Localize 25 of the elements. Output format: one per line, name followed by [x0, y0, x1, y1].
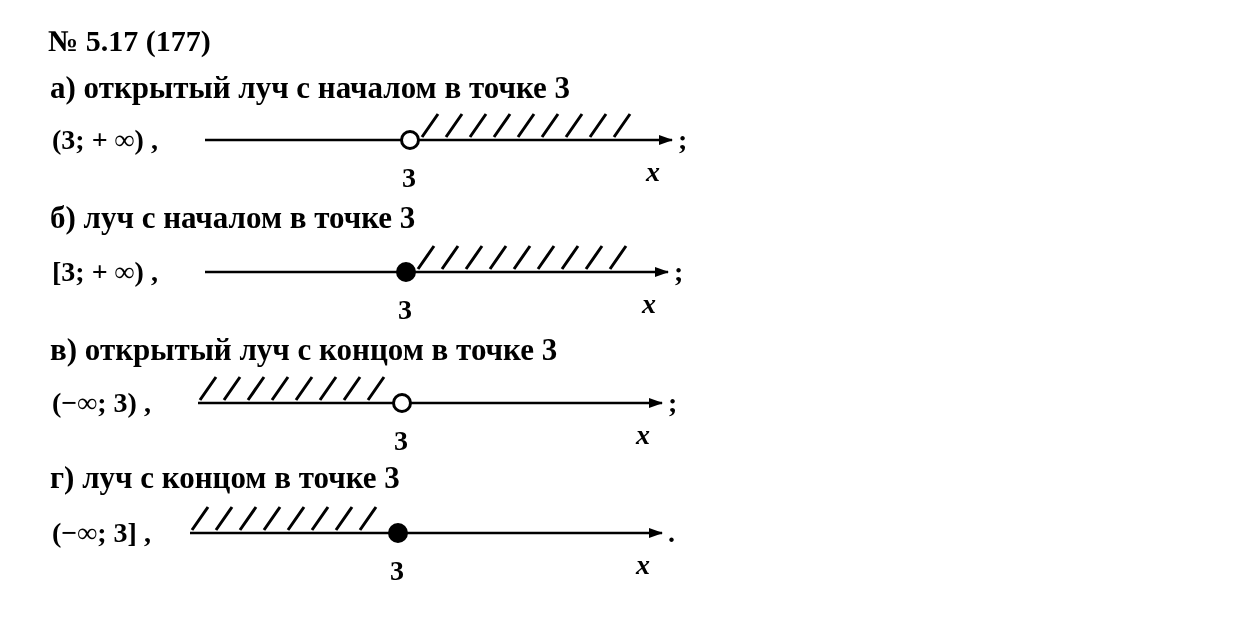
point-label: 3: [394, 427, 408, 455]
interval-notation: (−∞; 3) ,: [52, 389, 151, 417]
punctuation: ;: [674, 258, 684, 286]
punctuation: .: [668, 519, 675, 547]
open-point: [392, 393, 412, 413]
item-heading: а) открытый луч с началом в точке 3: [50, 72, 570, 103]
task-number: № 5.17 (177): [48, 26, 211, 56]
punctuation: ;: [678, 126, 688, 154]
axis-label: x: [636, 421, 650, 449]
interval-notation: [3; + ∞) ,: [52, 258, 158, 286]
point-label: 3: [398, 296, 412, 324]
item-heading: г) луч с концом в точке 3: [50, 462, 400, 493]
filled-point: [388, 523, 408, 543]
open-point: [400, 130, 420, 150]
point-label: 3: [402, 164, 416, 192]
punctuation: ;: [668, 389, 678, 417]
filled-point: [396, 262, 416, 282]
point-label: 3: [390, 557, 404, 585]
axis-label: x: [646, 158, 660, 186]
interval-notation: (3; + ∞) ,: [52, 126, 158, 154]
axis-label: x: [642, 290, 656, 318]
interval-notation: (−∞; 3] ,: [52, 519, 151, 547]
axis-label: x: [636, 551, 650, 579]
item-heading: в) открытый луч с концом в точке 3: [50, 334, 558, 365]
item-heading: б) луч с началом в точке 3: [50, 202, 416, 233]
